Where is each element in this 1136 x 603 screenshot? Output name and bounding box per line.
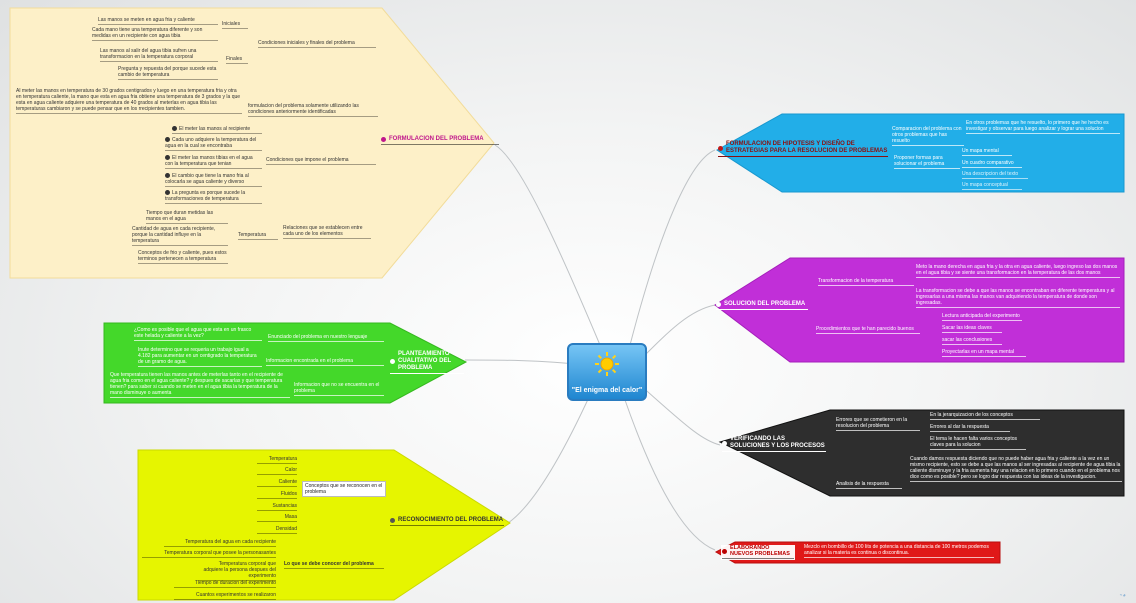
- procedimientos-label[interactable]: Procedimientos que te han parecido bueno…: [816, 326, 920, 334]
- central-topic-label: "El enigma del calor": [571, 387, 643, 394]
- planteamiento-title[interactable]: PLANTEAMIENTO CUALITATIVO DEL PROBLEMA: [390, 351, 464, 374]
- iniciales-item[interactable]: Cada mano tiene una temperatura diferent…: [92, 27, 218, 41]
- central-topic[interactable]: "El enigma del calor": [567, 343, 647, 401]
- procedimiento-item[interactable]: Sacar las ideas claves: [942, 325, 1002, 333]
- condicion-item[interactable]: El cambio que tiene la mano fria al colo…: [165, 173, 262, 187]
- comparacion-label[interactable]: Comparacion del problema con otros probl…: [892, 126, 964, 146]
- transformacion-label[interactable]: Transformacion de la temperatura: [818, 278, 914, 286]
- topic-dot-icon: [381, 137, 386, 142]
- topic-dot-icon: [716, 302, 721, 307]
- errores-label[interactable]: Errores que se cometieron en la resoluci…: [836, 417, 920, 431]
- topic-dot-icon: [718, 145, 723, 151]
- topic-dot-icon: [722, 548, 727, 554]
- procedimiento-item[interactable]: Proyectarlas en un mapa mental: [942, 349, 1026, 357]
- solucion-title[interactable]: SOLUCION DEL PROBLEMA: [716, 301, 808, 310]
- temperatura-item[interactable]: Conceptos de frio y caliente, pues estos…: [138, 250, 228, 264]
- concepto-item[interactable]: Caliente: [257, 479, 297, 487]
- finales-label[interactable]: Finales: [226, 56, 248, 64]
- elaborando-text[interactable]: Mezclo en bombillo de 100 Iits de potenc…: [804, 544, 994, 558]
- formulacion-text[interactable]: Al meter las manos en temperatura de 30 …: [16, 88, 242, 114]
- informacion-label[interactable]: Informacion encontrada en el problema: [266, 358, 384, 366]
- topic-dot-icon: [390, 359, 395, 364]
- finales-item[interactable]: Las manos al salir del agua tibia sufren…: [100, 48, 218, 62]
- error-item[interactable]: El tema le hacen falta varios conceptos …: [930, 436, 1026, 450]
- hipotesis-title[interactable]: FORMULACION DE HIPOTESIS Y DISEÑO DE EST…: [718, 141, 888, 157]
- number-bullet-icon: [165, 173, 170, 179]
- temperatura-item[interactable]: Tiempo que duran metidas las manos en el…: [146, 210, 228, 224]
- transformacion-item[interactable]: La transformacion se debe a que las mano…: [916, 288, 1120, 308]
- condicion-item[interactable]: El meter las manos tibias en el agua con…: [165, 155, 262, 169]
- enunciado-label[interactable]: Enunciado del problema en nuestro lengua…: [268, 334, 384, 342]
- error-item[interactable]: En la jerarquizacion de los conceptos: [930, 412, 1040, 420]
- iniciales-item[interactable]: Las manos se meten en agua fria y calien…: [98, 17, 218, 25]
- concepto-item[interactable]: Masa: [257, 514, 297, 522]
- forma-item[interactable]: Un cuadro comparativo: [962, 160, 1022, 168]
- number-bullet-icon: [172, 126, 177, 132]
- error-item[interactable]: Errores al dar la respuesta: [930, 424, 1010, 432]
- conceptos-label[interactable]: Conceptos que se reconocen en el problem…: [302, 481, 386, 497]
- temperatura-item[interactable]: Cantidad de agua en cada recipiente, por…: [132, 226, 228, 246]
- forma-item[interactable]: Un mapa conceptual: [962, 182, 1022, 190]
- concepto-item[interactable]: Fluidos: [257, 491, 297, 499]
- reconocimiento-title[interactable]: RECONOCIMIENTO DEL PROBLEMA: [390, 517, 504, 526]
- number-bullet-icon: [165, 155, 170, 161]
- transformacion-item[interactable]: Meto la mano derecha en agua fria y la o…: [916, 264, 1120, 278]
- conocer-item[interactable]: Temperatura corporal que posee la person…: [142, 550, 276, 558]
- conocer-item[interactable]: Tiempo de duracion del experimento: [174, 580, 276, 588]
- enunciado-text[interactable]: ¿Como es posible que el agua que esta en…: [134, 327, 262, 341]
- temperatura-label[interactable]: Temperatura: [238, 232, 278, 240]
- concepto-item[interactable]: Temperatura: [257, 456, 297, 464]
- concepto-item[interactable]: Densidad: [257, 526, 297, 534]
- app-logo: ◔◕: [1118, 593, 1126, 599]
- topic-dot-icon: [390, 518, 395, 523]
- conocer-item[interactable]: Temperatura del agua en cada recipiente: [164, 539, 276, 547]
- condicion-item[interactable]: El meter las manos al recipiente: [172, 126, 262, 134]
- comparacion-text[interactable]: En otros problemas que he resuelto, lo p…: [966, 120, 1120, 134]
- formulacion-label[interactable]: formulacion del problema solamente utili…: [248, 103, 378, 117]
- concepto-item[interactable]: Sustancias: [257, 503, 297, 511]
- condiciones-impone[interactable]: Condiciones que impone el problema: [266, 157, 376, 165]
- proponer-label[interactable]: Proponer formas para solucionar el probl…: [894, 155, 960, 169]
- condicion-item[interactable]: La pregunta es porque sucede la transfor…: [165, 190, 262, 204]
- condicion-item[interactable]: Cada uno adquiere la temperatura del agu…: [165, 137, 262, 151]
- forma-item[interactable]: Una descripcion del texto: [962, 171, 1028, 179]
- analisis-text[interactable]: Cuando damos respuesta diciendo que no p…: [910, 456, 1122, 482]
- conocer-label[interactable]: Lo que se debe conocer del problema: [284, 561, 384, 569]
- topic-dot-icon: [722, 440, 727, 446]
- procedimiento-item[interactable]: sacar las conclusiones: [942, 337, 1002, 345]
- conocer-item[interactable]: Temperatura corporal que adquiere la per…: [198, 561, 276, 581]
- informacion-text[interactable]: Inute determino que se requeria un traba…: [138, 347, 262, 367]
- verificando-title[interactable]: VERIFICANDO LAS SOLUCIONES Y LOS PROCESO…: [722, 436, 826, 452]
- relaciones-label[interactable]: Relaciones que se establecen entre cada …: [283, 225, 371, 239]
- iniciales-label[interactable]: Iniciales: [222, 21, 248, 29]
- informacion-no-text[interactable]: Que temperatura tienen las manos antes d…: [110, 372, 290, 398]
- finales-item[interactable]: Pregunta y repuesta del porque sucede es…: [118, 66, 218, 80]
- analisis-label[interactable]: Analisis de la respuesta: [836, 481, 902, 489]
- sun-icon: [595, 352, 619, 376]
- number-bullet-icon: [165, 137, 170, 143]
- condiciones-iniciales-finales[interactable]: Condiciones iniciales y finales del prob…: [258, 40, 376, 48]
- informacion-no-label[interactable]: Informacion que no se encuentra en el pr…: [294, 382, 384, 396]
- conocer-item[interactable]: Cuantos experimentos se realizaron: [174, 592, 276, 600]
- procedimiento-item[interactable]: Lectura anticipada del experimento: [942, 313, 1022, 321]
- concepto-item[interactable]: Calor: [257, 467, 297, 475]
- elaborando-title[interactable]: ELABORANDO NUEVOS PROBLEMAS: [722, 545, 794, 559]
- formulacion-title[interactable]: FORMULACION DEL PROBLEMA: [381, 136, 499, 145]
- forma-item[interactable]: Un mapa mental: [962, 148, 1012, 156]
- number-bullet-icon: [165, 190, 170, 196]
